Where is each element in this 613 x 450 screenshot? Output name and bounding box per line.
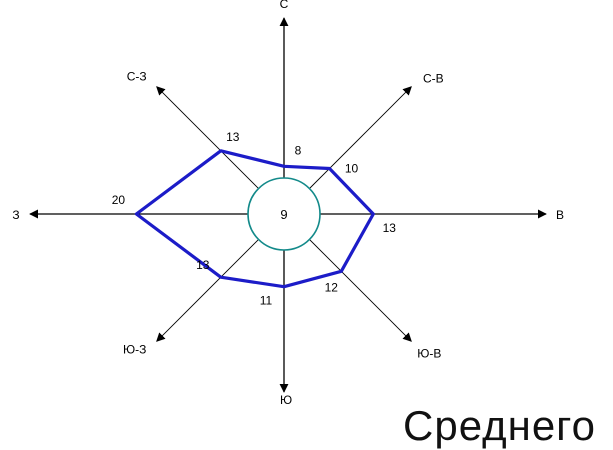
direction-label-w: З (12, 208, 19, 222)
direction-label-e: В (556, 208, 564, 222)
direction-label-se: Ю-В (417, 346, 441, 360)
calm-circle (247, 177, 321, 251)
value-label-s: 11 (260, 294, 273, 308)
direction-label-nw: С-З (127, 70, 147, 84)
value-label-e: 13 (383, 221, 397, 235)
value-labels: 8 10 13 12 11 13 20 13 (112, 130, 397, 308)
wind-rose-chart: 9 С С-В В Ю-В Ю Ю-З З С-З 8 10 13 12 11 … (12, 0, 564, 407)
footer-caption: Среднего (403, 402, 596, 449)
wind-rose-polygon (134, 149, 375, 289)
direction-label-sw: Ю-З (123, 342, 146, 356)
value-label-ne: 10 (345, 162, 359, 176)
direction-label-n: С (280, 0, 289, 11)
direction-labels: С С-В В Ю-В Ю Ю-З З С-З (12, 0, 564, 407)
value-label-se: 12 (325, 280, 339, 294)
calm-value-label: 9 (280, 207, 287, 222)
value-label-sw: 13 (196, 258, 210, 272)
value-label-nw: 13 (226, 130, 240, 144)
direction-label-ne: С-В (423, 72, 444, 86)
direction-label-s: Ю (280, 393, 292, 407)
value-label-n: 8 (295, 143, 302, 157)
value-label-w: 20 (112, 193, 126, 207)
